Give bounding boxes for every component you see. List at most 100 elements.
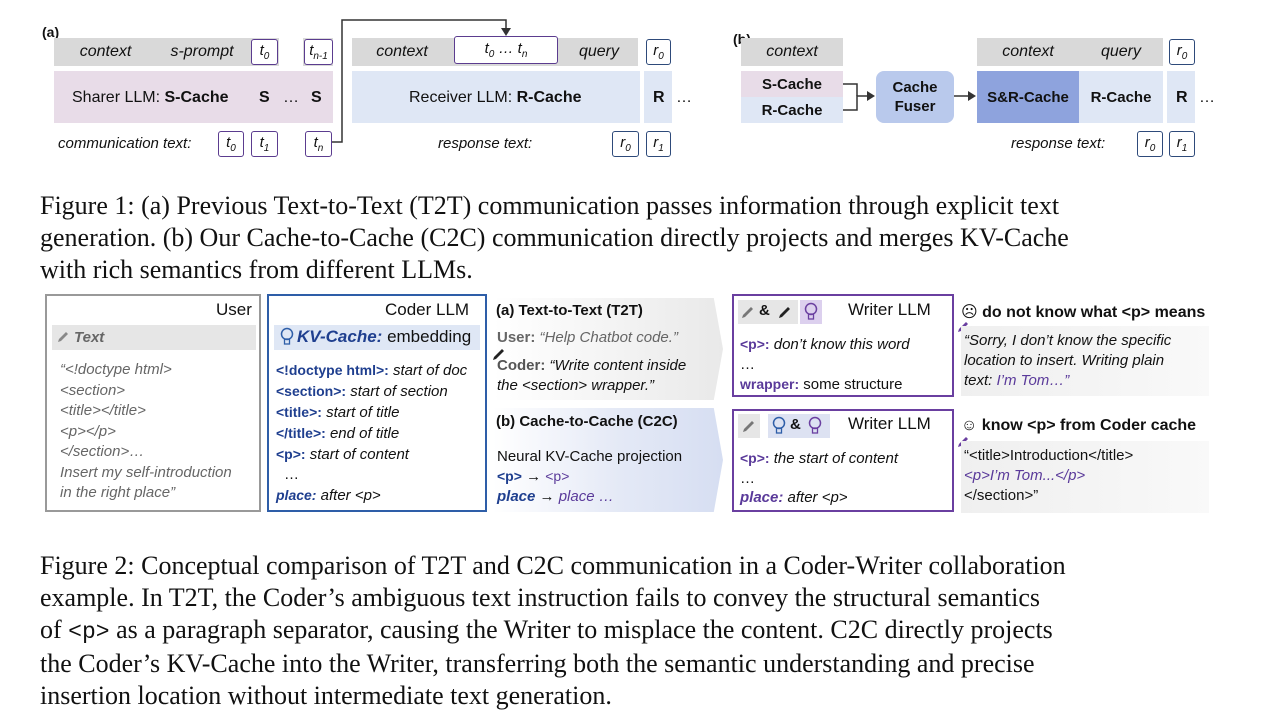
user-title: User xyxy=(216,300,252,319)
receiver-tokens: t0 … tn xyxy=(454,36,558,64)
coder-row: <p>: start of content xyxy=(276,446,409,463)
lightbulb-icon xyxy=(772,416,786,434)
comm-token-tn: tn xyxy=(305,131,332,157)
query-cell: query xyxy=(560,38,638,66)
coder-title: Coder LLM xyxy=(385,300,470,319)
fuser-arrow-icon xyxy=(954,91,976,101)
user-text-header xyxy=(52,325,256,350)
resp-token-r1: r1 xyxy=(646,131,671,157)
result-b-title: ☺ know <p> from Coder cache xyxy=(961,417,1197,434)
s-token-2: S xyxy=(311,89,322,106)
b-r-token: R xyxy=(1176,89,1188,106)
t2t-coder-line: Coder: “Write content inside xyxy=(497,357,687,374)
pencil-icon xyxy=(58,332,68,342)
c2c-title: (b) Cache-to-Cache (C2C) xyxy=(496,413,678,430)
writer-a-title: Writer LLM xyxy=(848,300,931,319)
comm-token-t1: t1 xyxy=(251,131,278,157)
sharer-llm-block xyxy=(54,71,333,123)
t2t-coder-line-2: the <section> wrapper.” xyxy=(497,377,655,394)
r-token-bg xyxy=(644,71,672,123)
sr-cache-block: S&R-Cache xyxy=(977,71,1079,123)
b-s-cache: S-Cache xyxy=(741,71,843,97)
b-ellipsis: … xyxy=(1199,89,1215,106)
lightbulb-icon xyxy=(280,327,294,345)
kv-cache-label: KV-Cache: embedding xyxy=(297,327,472,346)
pencil-icon xyxy=(779,307,790,318)
receiver-llm-block xyxy=(352,71,640,123)
result-a-title: ☹ do not know what <p> means xyxy=(961,304,1206,321)
b-resp-token-r1: r1 xyxy=(1169,131,1195,157)
coder-row: <title>: start of title xyxy=(276,404,400,421)
b-r-cache-block: R-Cache xyxy=(1079,71,1163,123)
writer-a-p-row: <p>: don’t know this word xyxy=(740,336,910,353)
lightbulb-icon xyxy=(804,302,818,320)
pencil-icon xyxy=(743,421,754,432)
c2c-panel xyxy=(493,408,723,512)
figure-2-caption: Figure 2: Conceptual comparison of T2T a… xyxy=(40,551,1066,710)
b-r-token-bg xyxy=(1167,71,1195,123)
coder-row: <!doctype html>: start of doc xyxy=(276,362,468,379)
context-cell: context xyxy=(54,38,157,66)
sharer-label: Sharer LLM: S-Cache xyxy=(72,89,229,106)
ellipsis: … xyxy=(283,89,299,106)
s-token-1: S xyxy=(259,89,270,106)
b-query-cell: query xyxy=(1079,38,1163,66)
writer-b-title: Writer LLM xyxy=(848,414,931,433)
c2c-map-place: place → place … xyxy=(497,488,614,505)
coder-row: </title>: end of title xyxy=(276,425,400,442)
t2t-title: (a) Text-to-Text (T2T) xyxy=(496,302,643,319)
t2t-user-line: User: “Help Chatbot code.” xyxy=(497,329,678,346)
result-a-bg xyxy=(961,326,1209,396)
b-context2-cell: context xyxy=(977,38,1079,66)
writer-a-amp: & xyxy=(759,302,770,319)
b-context-cell: context xyxy=(741,38,843,66)
figure-1-caption: Figure 1: (a) Previous Text-to-Text (T2T… xyxy=(40,191,1069,284)
coder-row: <section>: start of section xyxy=(276,383,448,400)
writer-a-wrapper-row: wrapper: some structure xyxy=(740,376,903,393)
writer-b-amp: & xyxy=(790,416,801,433)
coder-cache-rows: <!doctype html>: start of doc <section>:… xyxy=(276,362,468,504)
ellipsis-r: … xyxy=(676,89,692,106)
response-text-label: response text: xyxy=(438,135,533,152)
receiver-label: Receiver LLM: R-Cache xyxy=(409,89,582,106)
frown-icon: ☹ xyxy=(961,304,978,321)
user-box xyxy=(45,294,261,512)
lightbulb-icon xyxy=(808,416,822,434)
b-response-text-label: response text: xyxy=(1011,135,1106,152)
r-token: R xyxy=(653,89,665,106)
arrow-icon xyxy=(332,19,511,143)
result-a-message: “Sorry, I don’t know the specific locati… xyxy=(964,332,1172,389)
writer-a-box xyxy=(732,294,954,397)
token-tn-1: tn-1 xyxy=(304,39,333,65)
coder-box xyxy=(267,294,487,512)
communication-text-label: communication text: xyxy=(58,135,192,152)
comm-token-t0: t0 xyxy=(218,131,244,157)
writer-b-box xyxy=(732,409,954,512)
pencil-icon xyxy=(742,307,753,318)
receiver-context-cell: context xyxy=(352,38,452,66)
resp-token-r0: r0 xyxy=(612,131,639,157)
user-message: “<!doctype html> <section> <title></titl… xyxy=(60,361,232,501)
writer-b-p-row: <p>: the start of content xyxy=(740,450,898,467)
smile-icon: ☺ xyxy=(961,417,978,434)
t2t-panel xyxy=(493,298,723,400)
merge-arrow-icon xyxy=(843,83,875,111)
c2c-projection-label: Neural KV-Cache projection xyxy=(497,448,683,465)
writer-a-dots: … xyxy=(740,356,755,373)
pencil-icon xyxy=(493,349,504,360)
token-r0: r0 xyxy=(646,39,671,65)
kv-cache-header xyxy=(274,325,480,350)
panel-a-label: (a) xyxy=(42,24,60,40)
b-token-r0: r0 xyxy=(1169,39,1195,65)
coder-place-row: place: after <p> xyxy=(276,487,381,504)
writer-b-place-row: place: after <p> xyxy=(740,489,848,506)
writer-b-dots: … xyxy=(740,470,755,487)
c2c-map-p: <p> → <p> xyxy=(497,468,570,485)
result-b-bg xyxy=(961,441,1209,513)
writer-a-bulb-bg xyxy=(800,300,822,324)
user-text-label: Text xyxy=(74,329,105,346)
result-b-message: “<title>Introduction</title> <p>I’m Tom.… xyxy=(964,447,1134,504)
s-prompt-cell: s-prompt xyxy=(157,38,247,66)
b-r-cache: R-Cache xyxy=(741,97,843,123)
